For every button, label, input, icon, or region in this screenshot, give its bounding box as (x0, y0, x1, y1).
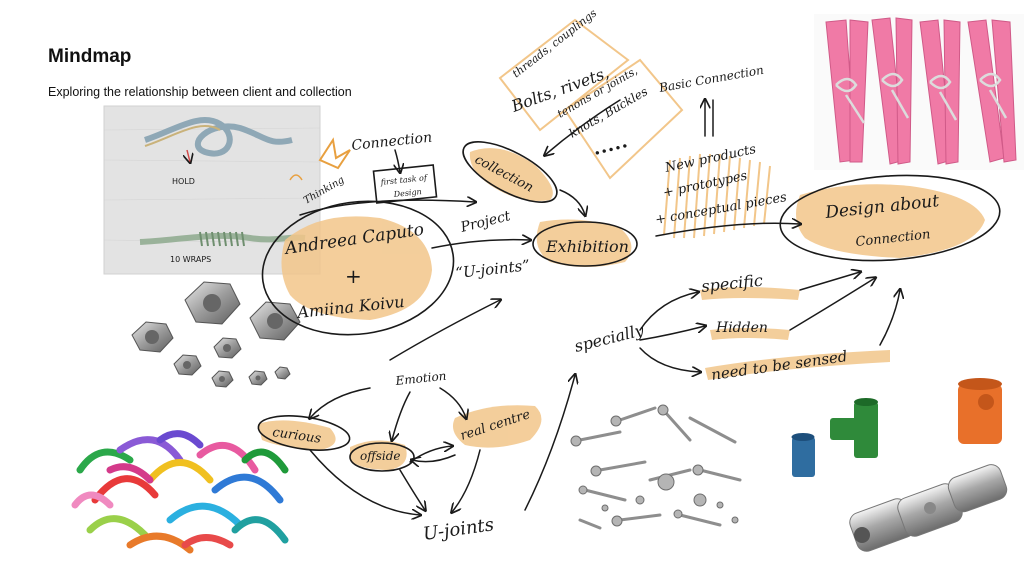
highlight-blobs (258, 148, 985, 470)
basic-connection-label: Basic Connection (657, 63, 765, 95)
plastic-clips-image (71, 430, 289, 554)
spark-doodle (289, 137, 351, 181)
first-task-line2: Design (392, 187, 422, 199)
curious-label: curious (271, 425, 322, 447)
hidden-label: Hidden (715, 320, 768, 336)
pipe-fittings-image (791, 378, 1002, 477)
knot-wraps-label: 10 WRAPS (170, 255, 211, 264)
u-joints-quoted-label: “U-joints” (455, 256, 531, 282)
connection-label: Connection (351, 130, 433, 154)
pink-clothespins-image (814, 14, 1024, 170)
slide-subtitle: Exploring the relationship between clien… (48, 85, 352, 99)
list-brackets (498, 18, 684, 180)
first-task-line1: first task of (379, 173, 429, 187)
offside-label: offside (360, 449, 401, 463)
connector-arrows (299, 100, 900, 515)
exhibition-node: Exhibition (545, 237, 629, 256)
slide-title: Mindmap (48, 46, 132, 67)
center-node-line2: + (345, 264, 362, 288)
hex-nuts-image (131, 281, 301, 388)
universal-joint-image (849, 464, 1008, 552)
screws-image (570, 404, 742, 530)
emotion-label: Emotion (394, 369, 447, 388)
specially-label: specially (572, 320, 646, 356)
u-joints-bottom-label: U-joints (422, 514, 495, 545)
need-to-be-sensed-label: need to be sensed (710, 347, 848, 384)
tenons-dots: ••••• (592, 139, 630, 161)
hatch-new-products (663, 153, 771, 239)
knot-hold-label: HOLD (172, 177, 195, 186)
project-label: Project (458, 208, 512, 236)
